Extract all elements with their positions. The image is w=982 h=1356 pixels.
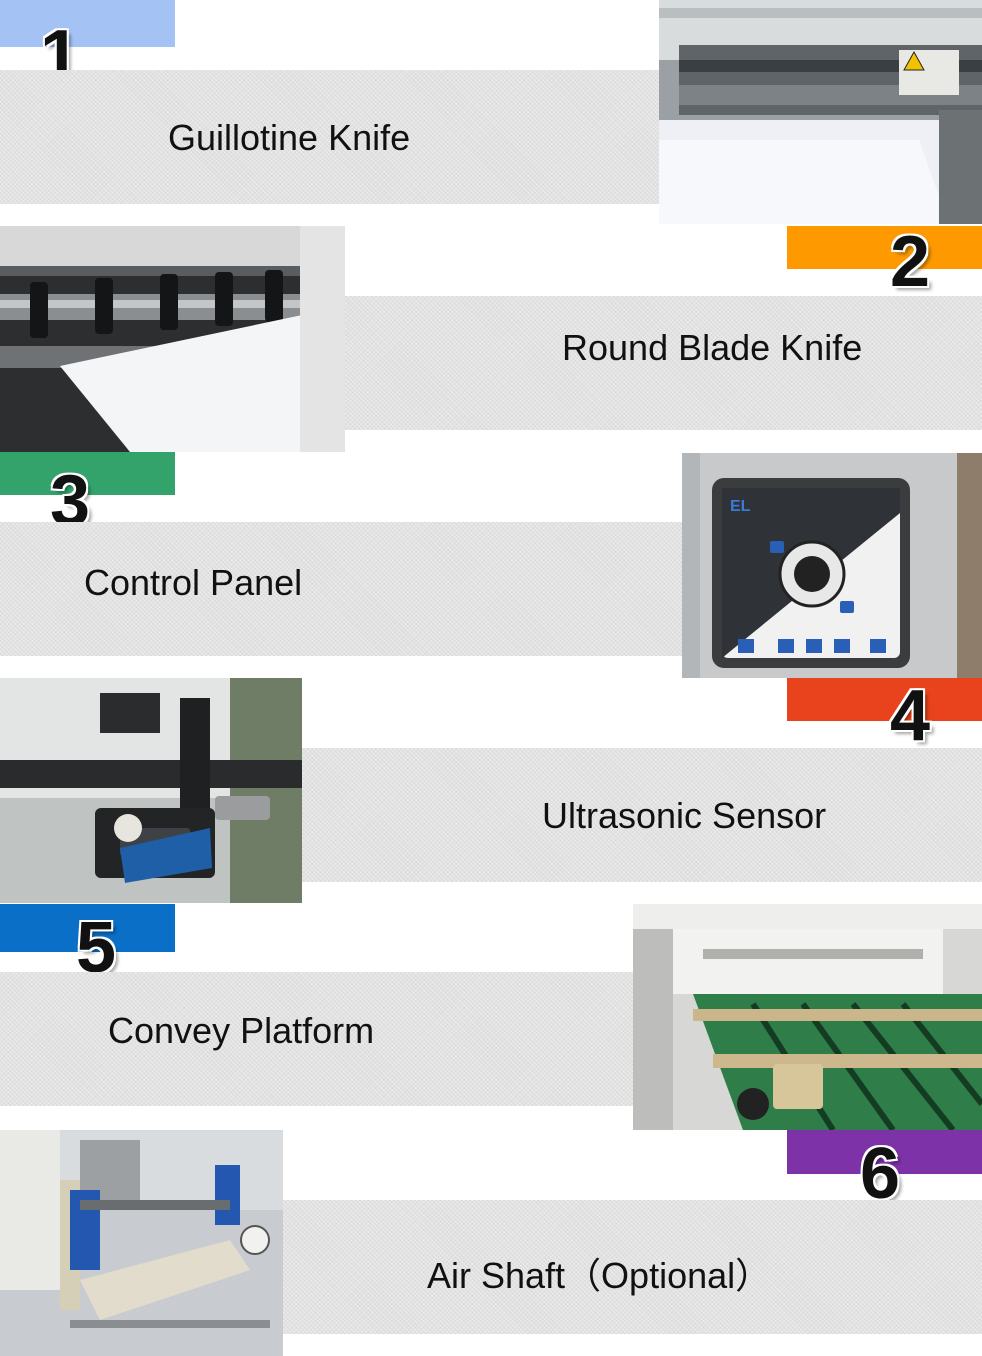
feature-number-6: 6 [860, 1134, 901, 1214]
number-tab-3 [0, 452, 175, 495]
number-tab-2 [787, 226, 982, 269]
number-tab-4 [787, 678, 982, 721]
feature-label-guillotine-knife: Guillotine Knife [168, 117, 411, 158]
feature-band-3 [0, 522, 682, 656]
feature-number-2: 2 [890, 222, 931, 302]
number-tab-6 [787, 1130, 982, 1174]
guillotine-knife-photo [659, 0, 982, 224]
feature-label-round-blade-knife: Round Blade Knife [562, 327, 863, 368]
feature-band-1 [0, 70, 660, 204]
feature-label-control-panel: Control Panel [84, 562, 303, 603]
feature-band-4 [302, 748, 982, 882]
feature-label-air-shaft: Air Shaft（Optional） [427, 1255, 772, 1296]
feature-band-2 [345, 296, 982, 430]
ultrasonic-sensor-photo [0, 678, 302, 903]
feature-number-4: 4 [890, 676, 931, 756]
feature-band-5 [0, 972, 634, 1106]
feature-band-6 [283, 1200, 982, 1334]
convey-platform-photo [633, 904, 982, 1130]
feature-label-ultrasonic-sensor: Ultrasonic Sensor [542, 795, 827, 836]
round-blade-knife-photo [0, 226, 345, 452]
air-shaft-photo [0, 1130, 283, 1356]
number-tab-1 [0, 0, 175, 47]
control-panel-photo: EL [682, 453, 982, 678]
svg-text:EL: EL [730, 498, 751, 515]
feature-label-convey-platform: Convey Platform [108, 1010, 375, 1051]
number-tab-5 [0, 904, 175, 952]
